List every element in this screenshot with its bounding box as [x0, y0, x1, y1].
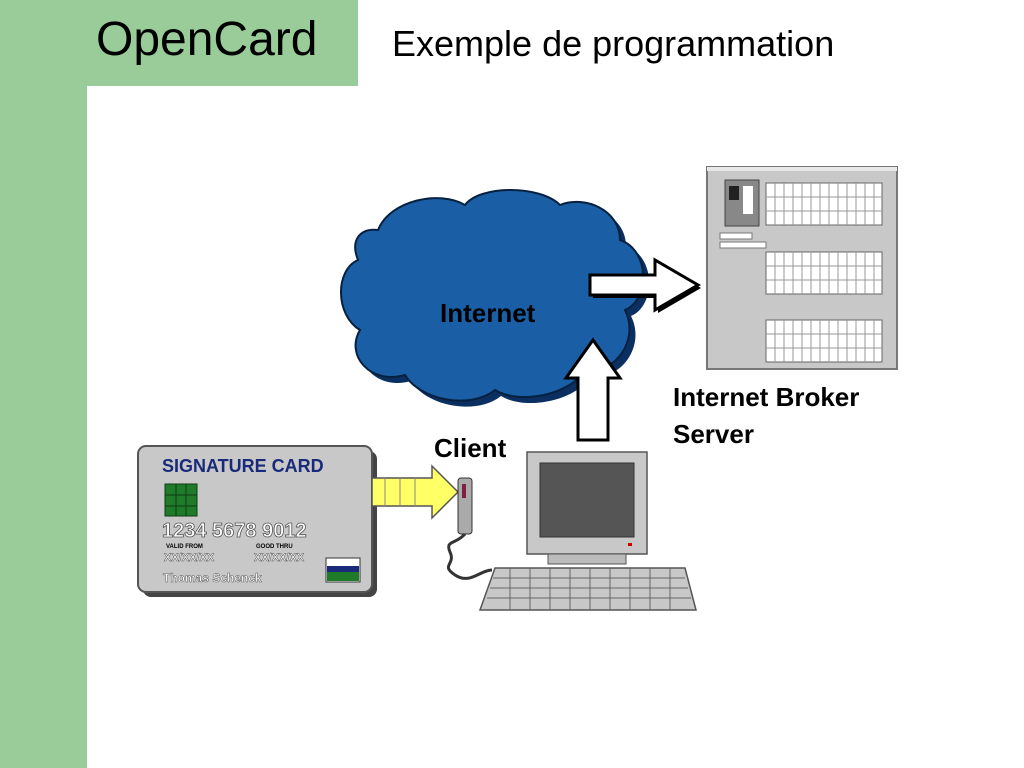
client-label: Client — [434, 433, 507, 463]
card-reader-icon — [446, 477, 493, 580]
card-insert-arrow — [371, 464, 460, 520]
left-green-bar — [0, 0, 87, 768]
card-valid-from-value: XX/XX/XX — [164, 552, 215, 564]
card-good-thru-label: GOOD THRU — [256, 544, 293, 550]
internet-cloud: Internet — [340, 189, 650, 407]
page-title: OpenCard — [96, 13, 318, 66]
server-label-line2: Server — [673, 419, 754, 449]
server-icon — [706, 166, 898, 370]
card-number: 1234 5678 9012 — [162, 520, 307, 542]
computer-monitor-icon — [526, 451, 648, 565]
card-holder: Thomas Schenck — [163, 571, 262, 585]
page-subtitle: Exemple de programmation — [392, 23, 835, 64]
card-good-thru-value: XX/XX/XX — [254, 552, 305, 564]
top-green-header — [0, 0, 358, 86]
arrow-to-internet — [563, 337, 623, 442]
card-valid-from-label: VALID FROM — [166, 544, 203, 550]
keyboard-icon — [478, 567, 697, 611]
arrow-to-server — [588, 257, 701, 313]
server-label-line1: Internet Broker — [673, 382, 859, 412]
card-title: SIGNATURE CARD — [162, 456, 324, 476]
chip-icon — [164, 483, 198, 517]
internet-label: Internet — [440, 298, 536, 328]
signature-card: SIGNATURE CARD 1234 5678 9012 VALID FROM… — [137, 445, 377, 597]
card-logo-icon — [325, 557, 361, 583]
